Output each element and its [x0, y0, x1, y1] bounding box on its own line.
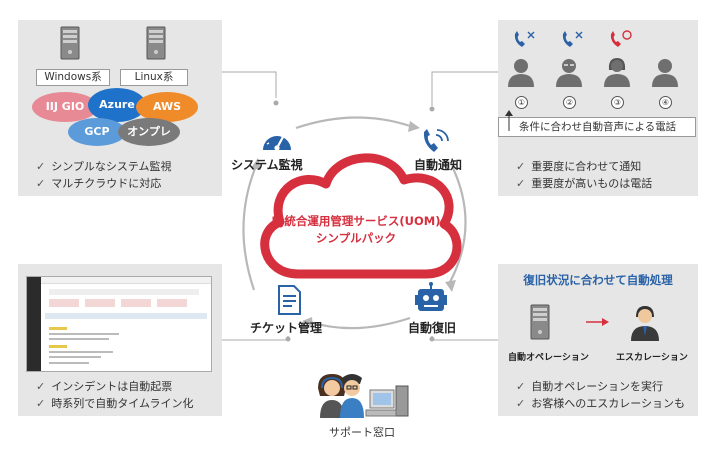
node-auto-recovery: 自動復旧 [408, 321, 457, 335]
phone-missed-icon [562, 31, 583, 47]
connector-recovery [431, 336, 498, 341]
flow-arrow-left [242, 165, 258, 291]
contact-number: ④ [659, 96, 672, 109]
ticket-panel: インシデントは自動起票 時系列で自動タイムライン化 [18, 264, 222, 416]
monitoring-bullets: シンプルなシステム監視 マルチクラウドに対応 [36, 158, 172, 192]
bullet-item: お客様へのエスカレーションも [516, 395, 685, 412]
cloud-title: IIJ統合運用管理サービス(UOM) シンプルパック [262, 213, 450, 247]
flow-arrow-top [295, 116, 411, 130]
bullet-item: インシデントは自動起票 [36, 378, 193, 395]
contact-number: ① [515, 96, 528, 109]
contact-number: ② [563, 96, 576, 109]
connector-monitoring [222, 71, 277, 98]
node-system-monitoring: システム監視 [231, 158, 303, 172]
bullet-item: 時系列で自動タイムライン化 [36, 395, 193, 412]
cloud-title-line1: IIJ統合運用管理サービス(UOM) [271, 214, 441, 228]
recovery-title: 復旧状況に合わせて自動処理 [523, 273, 673, 287]
escalation-label: エスカレーション [616, 353, 688, 363]
flow-arrow-right [449, 165, 467, 283]
connector-notification [431, 71, 498, 106]
cloud-iij-gio: IIJ GIO [32, 92, 98, 122]
bullet-item: 自動オペレーションを実行 [516, 378, 685, 395]
bullet-item: 重要度が高いものは電話 [516, 175, 652, 192]
auto-operation-label: 自動オペレーション [508, 353, 589, 363]
phone-calling-icon [423, 129, 449, 152]
uom-cloud [260, 153, 462, 279]
windows-server-icon [60, 26, 80, 60]
flow-arrow-bottom [309, 316, 411, 330]
bullet-item: マルチクラウドに対応 [36, 175, 172, 192]
monitoring-panel: Windows系 Linux系 IIJ GIO Azure AWS GCP オン… [18, 20, 222, 196]
cloud-title-line2: シンプルパック [315, 231, 397, 245]
bullet-item: シンプルなシステム監視 [36, 158, 171, 175]
support-staff-icon [318, 374, 409, 418]
ticket-screenshot [26, 276, 212, 372]
person-glasses-icon [556, 59, 582, 87]
operator-icon [631, 306, 659, 341]
cloud-aws: AWS [136, 92, 198, 122]
recovery-panel: 復旧状況に合わせて自動処理 自動オペレーション エスカレーション 自動オペレーシ… [498, 264, 698, 416]
phone-caption-text: 条件に合わせ自動音声による電話 [519, 121, 677, 133]
cloud-onprem: オンプレ [118, 118, 180, 146]
phone-missed-icon [514, 31, 535, 47]
robot-icon [415, 282, 447, 311]
os-label-windows: Windows系 [36, 69, 110, 86]
notification-panel: ① ② ③ ④ 条件に合わせ自動音声による電話 重要度に合わせて通知 重要度が高… [498, 20, 698, 196]
gauge-icon [263, 131, 291, 151]
bullet-item: 重要度に合わせて通知 [516, 158, 652, 175]
linux-server-icon [146, 26, 166, 60]
connector-ticket [222, 336, 289, 341]
node-auto-notification: 自動通知 [414, 158, 463, 172]
recovery-bullets: 自動オペレーションを実行 お客様へのエスカレーションも [516, 378, 685, 412]
person-icon [508, 59, 534, 87]
arrow-up-icon [505, 110, 513, 131]
node-ticket-management: チケット管理 [250, 321, 323, 335]
document-icon [278, 285, 301, 315]
contact-number: ③ [611, 96, 624, 109]
support-desk-label: サポート窓口 [329, 426, 395, 439]
person-icon [652, 59, 678, 87]
server-icon [530, 304, 550, 340]
os-label-linux: Linux系 [120, 69, 188, 86]
arrow-right-icon [586, 318, 609, 326]
notification-bullets: 重要度に合わせて通知 重要度が高いものは電話 [516, 158, 652, 192]
phone-ringing-icon [610, 30, 632, 47]
person-woman-icon [604, 58, 630, 87]
phone-caption: 条件に合わせ自動音声による電話 [498, 117, 696, 137]
ticket-bullets: インシデントは自動起票 時系列で自動タイムライン化 [36, 378, 193, 412]
cloud-gcp: GCP [68, 118, 126, 146]
